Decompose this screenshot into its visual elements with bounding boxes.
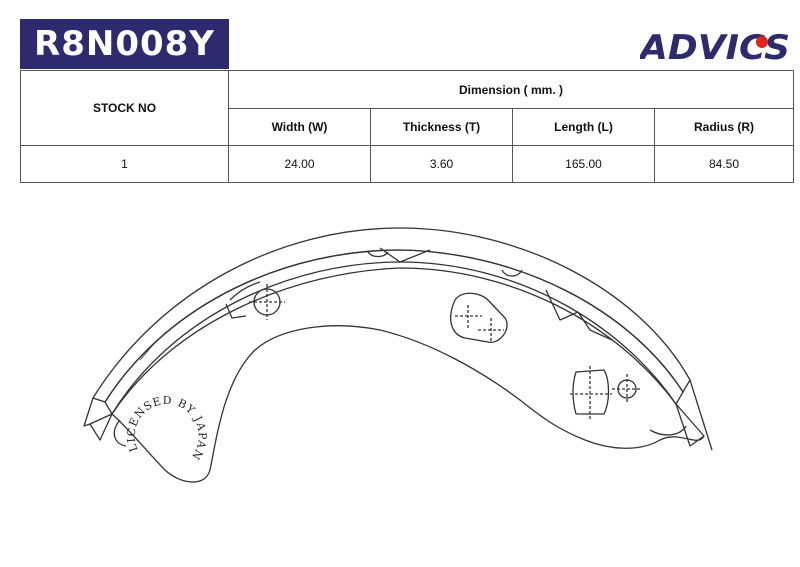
part-number: R8N008Y (34, 24, 215, 64)
stock-no-cell: 1 (20, 145, 229, 183)
brand-logo: ADVICS (640, 28, 790, 64)
license-stamp: LICENSED BY JAPAN (125, 394, 209, 463)
width-cell: 24.00 (228, 145, 371, 183)
brake-shoe-drawing: LICENSED BY JAPAN (83, 227, 713, 483)
radius-cell: 84.50 (654, 145, 794, 183)
dimension-header: Dimension ( mm. ) (228, 70, 794, 109)
part-number-badge: R8N008Y (20, 19, 229, 69)
brand-name: ADVICS (640, 28, 790, 64)
shoe-rim (104, 249, 684, 415)
notch-right (572, 369, 610, 415)
brand-accent-dot (756, 36, 768, 48)
stock-no-header: STOCK NO (20, 70, 229, 146)
brake-lining (92, 227, 691, 403)
dimension-table: STOCK NO Dimension ( mm. ) Width (W) Thi… (20, 70, 794, 183)
shoe-web (111, 325, 705, 483)
length-cell: 165.00 (512, 145, 655, 183)
col-width-header: Width (W) (228, 108, 371, 146)
col-length-header: Length (L) (512, 108, 655, 146)
col-radius-header: Radius (R) (654, 108, 794, 146)
col-thickness-header: Thickness (T) (370, 108, 513, 146)
table-row: 1 24.00 3.60 165.00 84.50 (20, 145, 794, 183)
slot-center (450, 292, 508, 343)
thickness-cell: 3.60 (370, 145, 513, 183)
